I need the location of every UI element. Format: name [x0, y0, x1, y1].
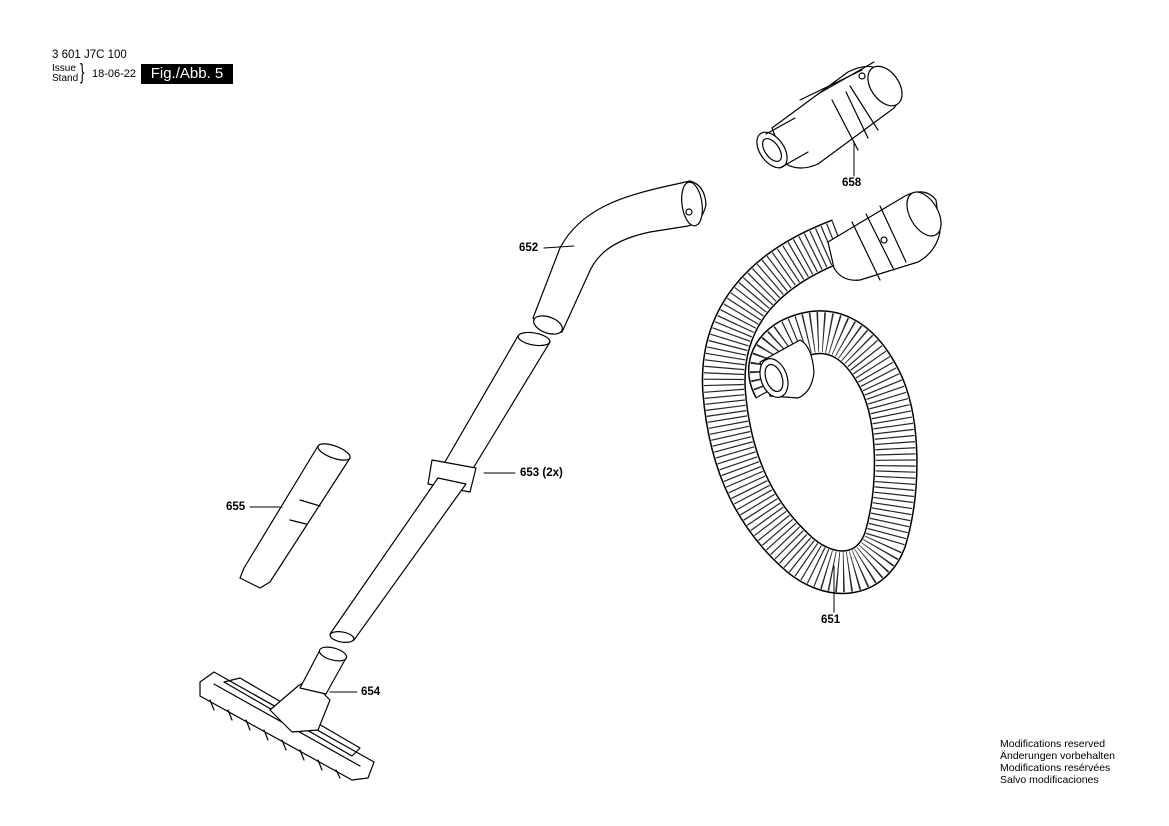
- figure-label: Fig./Abb. 5: [141, 64, 233, 84]
- notice-line-en: Modifications reserved: [1000, 738, 1106, 750]
- callout-655: 655: [226, 501, 246, 513]
- brace-glyph: }: [80, 59, 85, 84]
- callout-658: 658: [842, 177, 862, 189]
- issue-label: Issue: [52, 63, 76, 74]
- part-651-hose: [701, 191, 942, 613]
- part-653-tubes: [329, 331, 551, 643]
- callout-653: 653 (2x): [520, 467, 563, 479]
- part-655-crevice-nozzle: [239, 443, 351, 589]
- notice-line-fr: Modifications resérvées: [1000, 762, 1111, 774]
- notice-line-de: Änderungen vorbehalten: [1000, 750, 1116, 762]
- part-number: 3 601 J7C 100: [52, 49, 127, 61]
- callout-654: 654: [361, 686, 381, 698]
- callout-651: 651: [821, 614, 841, 626]
- issue-stand-label: Issue Stand: [52, 64, 78, 84]
- part-654-floor-nozzle: [199, 646, 375, 781]
- issue-date: 18-06-22: [92, 68, 137, 80]
- modifications-notice: Modifications reserved Änderungen vorbeh…: [1000, 738, 1115, 786]
- stand-label: Stand: [52, 73, 79, 84]
- notice-line-es: Salvo modificaciones: [1000, 774, 1099, 786]
- part-658-adapter: [756, 61, 903, 177]
- callout-652: 652: [519, 242, 539, 254]
- part-652-handle: [532, 180, 707, 335]
